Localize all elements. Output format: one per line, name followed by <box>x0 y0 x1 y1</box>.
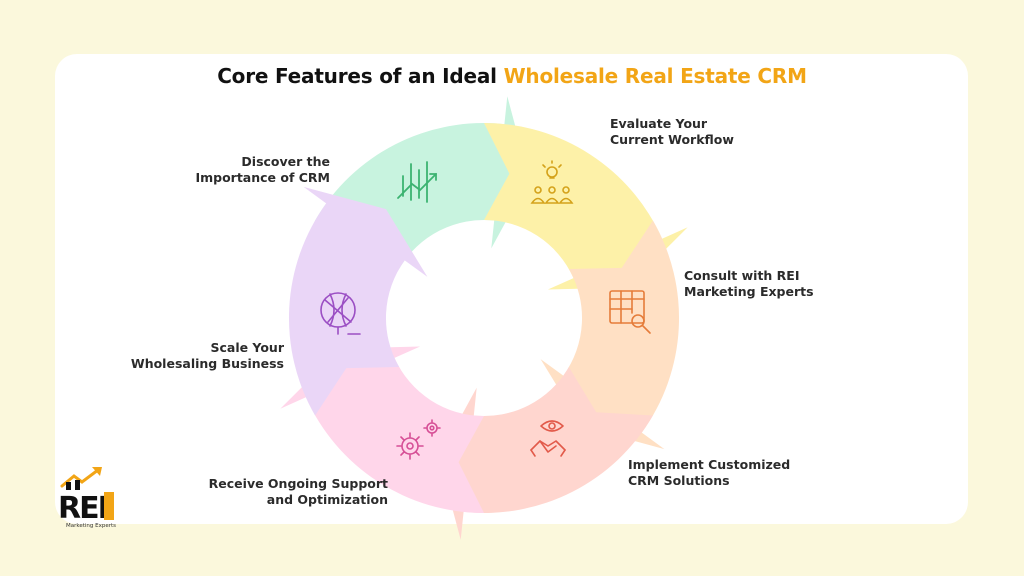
step-2-line-2: Current Workflow <box>610 132 734 147</box>
logo-letters: REI <box>58 491 107 526</box>
step-label-discover: Discover the Importance of CRM <box>130 154 330 186</box>
step-2-line-1: Evaluate Your <box>610 116 708 131</box>
step-4-line-2: CRM Solutions <box>628 473 730 488</box>
step-label-evaluate: Evaluate Your Current Workflow <box>610 116 810 148</box>
step-5-line-1: Receive Ongoing Support <box>208 476 388 491</box>
rei-logo: REI Marketing Experts <box>58 467 116 529</box>
page-title: Core Features of an Ideal Wholesale Real… <box>0 64 1024 88</box>
logo-tagline: Marketing Experts <box>66 523 116 529</box>
step-5-line-2: and Optimization <box>266 492 388 507</box>
logo-growth-arrow-icon <box>60 467 102 490</box>
globe-scale-icon <box>320 292 361 335</box>
segment-scale <box>288 186 428 416</box>
step-1-line-2: Importance of CRM <box>195 170 330 185</box>
table-search-icon <box>609 290 651 334</box>
step-6-line-1: Scale Your <box>210 340 284 355</box>
step-4-line-1: Implement Customized <box>628 457 791 472</box>
step-label-consult: Consult with REI Marketing Experts <box>684 268 884 300</box>
title-prefix: Core Features of an Ideal <box>217 64 497 88</box>
step-label-receive: Receive Ongoing Support and Optimization <box>188 476 388 508</box>
title-highlight: Wholesale Real Estate CRM <box>503 64 807 88</box>
step-label-scale: Scale Your Wholesaling Business <box>84 340 284 372</box>
segment-implement <box>438 367 653 540</box>
step-1-line-1: Discover the <box>241 154 330 169</box>
step-label-implement: Implement Customized CRM Solutions <box>628 457 828 489</box>
handshake-eye-icon <box>530 420 566 457</box>
gears-icon <box>396 419 441 460</box>
lightbulb-team-icon <box>530 160 574 204</box>
step-6-line-2: Wholesaling Business <box>130 356 284 371</box>
step-3-line-2: Marketing Experts <box>684 284 814 299</box>
segment-discover <box>315 96 530 269</box>
growth-chart-icon <box>397 161 437 203</box>
step-3-line-1: Consult with REI <box>684 268 800 283</box>
